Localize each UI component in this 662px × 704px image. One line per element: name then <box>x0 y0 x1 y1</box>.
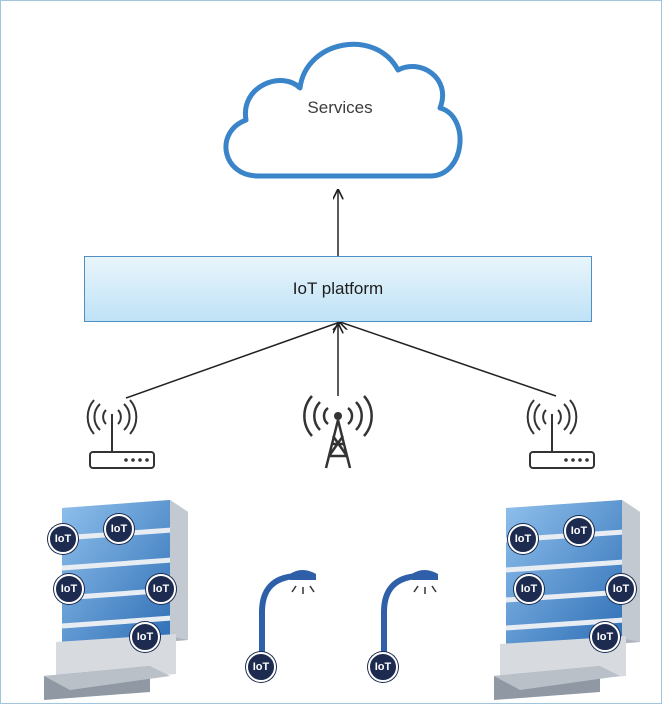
street-light-icon <box>381 570 438 663</box>
wifi-router-icon <box>526 399 595 469</box>
services-label: Services <box>307 98 373 117</box>
wifi-router-icon <box>86 399 155 469</box>
iot-badge: IoT <box>590 622 620 652</box>
iot-badge: IoT <box>508 524 538 554</box>
iot-badge: IoT <box>130 622 160 652</box>
street-light-icon <box>259 570 316 663</box>
arrow-right-router <box>340 322 557 397</box>
iot-badge: IoT <box>146 574 176 604</box>
iot-badge: IoT <box>564 516 594 546</box>
iot-badge: IoT <box>514 574 544 604</box>
iot-platform-box: IoT platform <box>84 256 592 322</box>
building-icon <box>44 500 188 700</box>
iot-badge: IoT <box>246 652 276 682</box>
iot-badge: IoT <box>368 652 398 682</box>
iot-badge: IoT <box>606 574 636 604</box>
iot-badge: IoT <box>104 514 134 544</box>
arrow-left-router <box>125 322 340 399</box>
cell-tower-icon <box>303 395 373 469</box>
cloud-icon <box>223 41 463 179</box>
iot-platform-label: IoT platform <box>292 279 384 298</box>
iot-badge: IoT <box>54 574 84 604</box>
iot-badge: IoT <box>48 524 78 554</box>
